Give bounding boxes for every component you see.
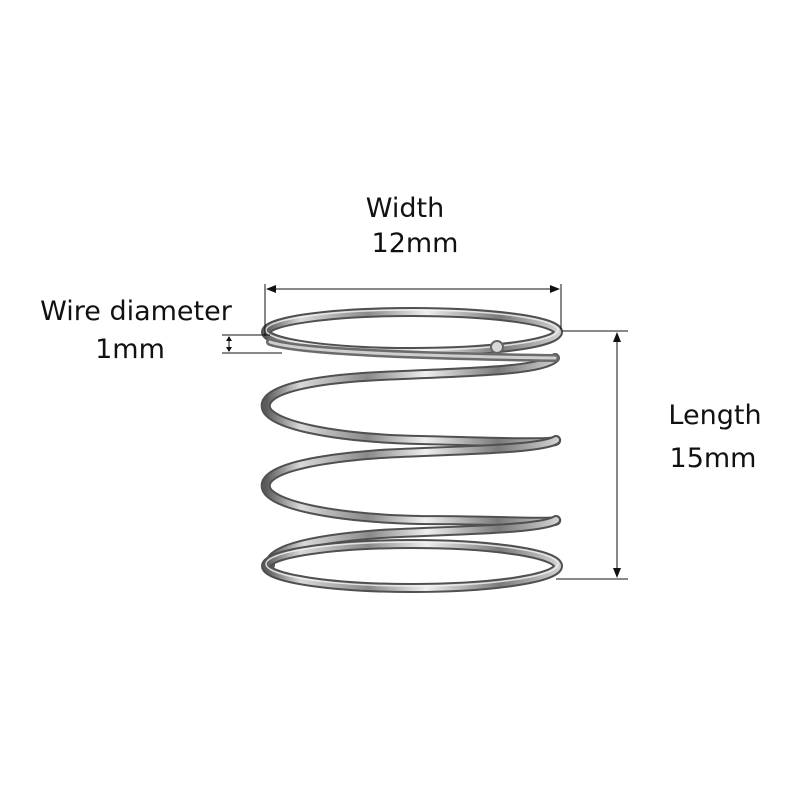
wire-diameter-label: Wire diameter — [40, 296, 232, 327]
length-label: Length — [668, 400, 762, 431]
dimension-lines — [222, 284, 628, 580]
length-value: 15mm — [669, 443, 757, 474]
length-arrow-top — [613, 332, 621, 342]
wire-diameter-value: 1mm — [95, 334, 165, 365]
length-arrow-bottom — [613, 568, 621, 578]
width-label: Width — [365, 193, 445, 224]
wire-end — [490, 340, 504, 354]
width-arrow-left — [266, 285, 276, 293]
spring-coils — [260, 307, 563, 593]
width-arrow-right — [550, 285, 560, 293]
width-value: 12mm — [371, 228, 459, 259]
